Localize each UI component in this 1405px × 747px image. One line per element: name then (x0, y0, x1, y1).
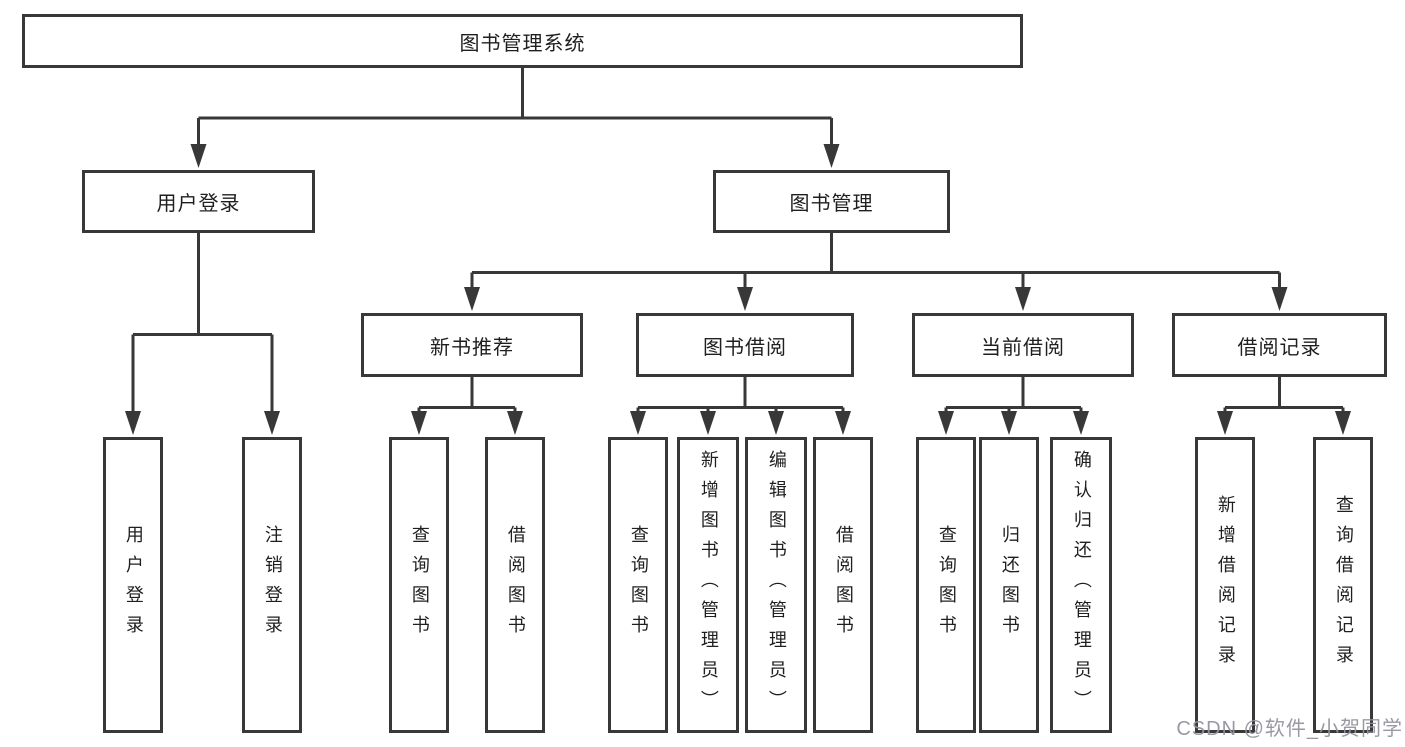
leaf-label: 编辑图书（管理员） (766, 450, 787, 720)
csdn-watermark: CSDN @软件_小贺同学 (1176, 718, 1403, 740)
leaf-user-login: 用户登录 (103, 437, 163, 733)
node-label: 图书借阅 (703, 336, 787, 359)
leaf-label: 归还图书 (999, 525, 1020, 645)
leaf-recommend-borrow-book: 借阅图书 (485, 437, 545, 733)
leaf-edit-book-admin: 编辑图书（管理员） (745, 437, 807, 733)
node-current-borrow: 当前借阅 (912, 313, 1134, 377)
node-book-management: 图书管理 (713, 170, 950, 233)
leaf-label: 确认归还（管理员） (1071, 450, 1092, 720)
leaf-logout: 注销登录 (242, 437, 302, 733)
leaf-current-query-book: 查询图书 (916, 437, 976, 733)
node-new-book-recommend: 新书推荐 (361, 313, 583, 377)
node-label: 借阅记录 (1237, 336, 1322, 359)
leaf-label: 查询图书 (628, 525, 649, 645)
node-borrow-records: 借阅记录 (1172, 313, 1387, 377)
node-user-login: 用户登录 (82, 170, 315, 233)
leaf-add-book-admin: 新增图书（管理员） (677, 437, 739, 733)
leaf-label: 用户登录 (123, 525, 144, 645)
leaf-label: 新增借阅记录 (1215, 495, 1236, 675)
leaf-borrow-book: 借阅图书 (813, 437, 873, 733)
node-library-management-system: 图书管理系统 (22, 14, 1023, 68)
node-label: 图书管理系统 (459, 32, 586, 55)
leaf-borrow-query-book: 查询图书 (608, 437, 668, 733)
leaf-label: 借阅图书 (505, 525, 526, 645)
leaf-label: 查询图书 (936, 525, 957, 645)
leaf-label: 注销登录 (262, 525, 283, 645)
node-label: 新书推荐 (430, 336, 514, 359)
leaf-add-borrow-record: 新增借阅记录 (1195, 437, 1255, 733)
leaf-return-book: 归还图书 (979, 437, 1039, 733)
node-book-borrow: 图书借阅 (636, 313, 854, 377)
leaf-label: 新增图书（管理员） (698, 450, 719, 720)
node-label: 图书管理 (789, 193, 874, 215)
leaf-label: 查询借阅记录 (1333, 495, 1354, 675)
node-label: 当前借阅 (981, 336, 1065, 359)
leaf-recommend-query-book: 查询图书 (389, 437, 449, 733)
leaf-label: 借阅图书 (833, 525, 854, 645)
leaf-label: 查询图书 (409, 525, 430, 645)
node-label: 用户登录 (156, 193, 241, 215)
leaf-confirm-return-admin: 确认归还（管理员） (1050, 437, 1112, 733)
leaf-query-borrow-record: 查询借阅记录 (1313, 437, 1373, 733)
